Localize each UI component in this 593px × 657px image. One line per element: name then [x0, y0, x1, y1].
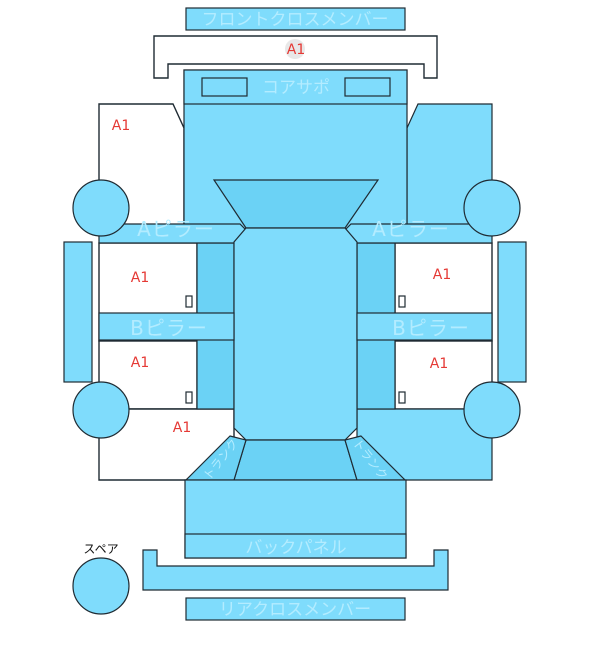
roof[interactable] — [233, 227, 358, 441]
core-support-left-slot — [201, 77, 248, 97]
right-rear-door-handle — [398, 391, 406, 404]
rear-cross-member-label: リアクロスメンバー — [219, 600, 371, 620]
core-support-label: コアサポ — [262, 78, 330, 98]
b-pillar-right-label: Bピラー — [392, 316, 470, 340]
rear-cross-member[interactable] — [185, 597, 406, 621]
a-pillar-right-label: Aピラー — [372, 217, 450, 241]
tire-front-left[interactable] — [72, 179, 130, 237]
right-front-door-mark[interactable]: A1 — [433, 267, 451, 283]
rear-bumper[interactable] — [142, 549, 449, 591]
left-quarter-panel-mark[interactable]: A1 — [173, 420, 191, 436]
tire-rear-right[interactable] — [463, 381, 521, 439]
tire-front-right[interactable] — [463, 179, 521, 237]
right-front-door-handle — [398, 295, 406, 308]
front-cross-member-label: フロントクロスメンバー — [202, 10, 389, 30]
tire-rear-left[interactable] — [72, 381, 130, 439]
left-front-door-mark[interactable]: A1 — [131, 270, 149, 286]
left-front-fender-mark[interactable]: A1 — [112, 118, 130, 134]
front-bumper-mark-dot — [285, 39, 305, 59]
rear-window[interactable] — [233, 439, 358, 481]
b-pillar-right[interactable] — [356, 312, 493, 341]
front-bumper-mark[interactable]: A1 — [287, 42, 305, 58]
left-rear-door-handle — [185, 391, 193, 404]
spare-tire-label: スペア — [83, 542, 118, 556]
right-rocker-panel[interactable] — [497, 241, 527, 383]
left-front-door-handle — [185, 295, 193, 308]
b-pillar-left[interactable] — [98, 312, 235, 341]
b-pillar-left-label: Bピラー — [130, 316, 208, 340]
a-pillar-left-label: Aピラー — [137, 217, 215, 241]
back-panel-label: バックパネル — [245, 538, 346, 558]
left-rocker-panel[interactable] — [63, 241, 93, 383]
front-cross-member[interactable] — [185, 7, 406, 31]
left-rear-door-mark[interactable]: A1 — [131, 355, 149, 371]
right-rear-door-mark[interactable]: A1 — [430, 356, 448, 372]
back-panel[interactable] — [184, 533, 407, 559]
core-support-right-slot — [344, 77, 391, 97]
spare-tire[interactable] — [72, 557, 130, 615]
